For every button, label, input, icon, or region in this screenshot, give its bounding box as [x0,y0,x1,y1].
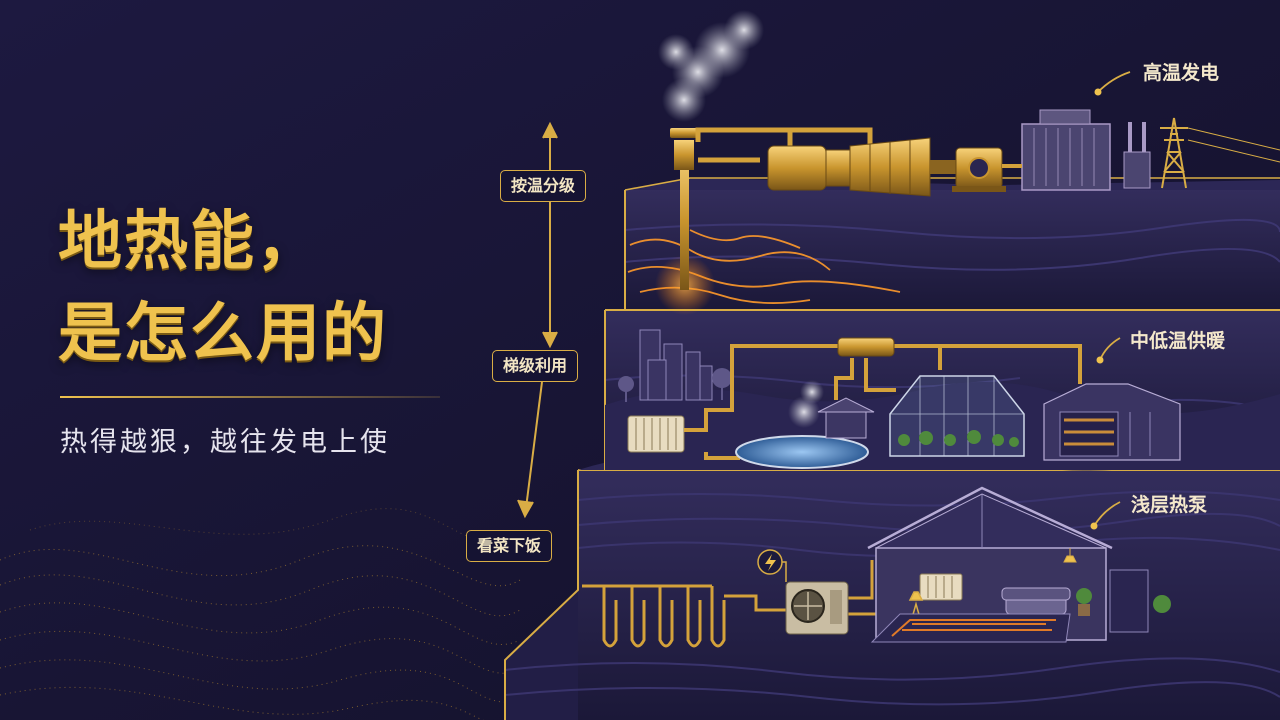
leader-dot-high [1094,88,1102,96]
transmission-tower [1160,117,1280,189]
callout-mid-low-temp-heating: 中低温供暖 [1130,330,1226,352]
substation [1123,122,1151,189]
greenhouse [889,375,1025,457]
potted-plant [1076,588,1171,616]
geothermal-well [670,128,698,290]
particle-waves [0,508,521,720]
electricity-icon [757,549,787,582]
steam-plume [658,10,764,122]
tag-sort-by-temperature: 按温分级 [500,170,587,202]
heat-pump-unit [785,581,849,635]
callout-shallow-heat-pump: 浅层热泵 [1131,494,1208,516]
turbine [767,137,956,197]
terrace-top [624,177,1280,315]
distribution-manifold [837,337,895,357]
tag-cascade-use: 梯级利用 [492,350,579,382]
hot-spring-pool [735,380,869,469]
drying-shed [1043,383,1181,461]
generator [952,147,1006,192]
sofa [1001,587,1071,615]
steam-pipes [695,127,873,163]
headline-line-1: 地热能， [58,205,322,279]
heating-pipes [684,344,1082,460]
subtitle: 热得越狠，越往发电上使 [60,427,390,458]
cascade-arrow [517,121,558,519]
callout-high-temp-power: 高温发电 [1143,62,1220,84]
cooling-unit [1002,109,1111,191]
title-divider [60,396,440,398]
underfloor-heating [870,613,1071,643]
headline-line-2: 是怎么用的 [58,297,388,371]
leader-dot-shallow [1090,522,1098,530]
ground-loop [582,560,880,648]
leader-dot-medium [1096,356,1104,364]
city-skyline [639,329,713,401]
trees [618,368,732,402]
tag-match-local-need: 看菜下饭 [466,530,553,562]
pavilion [817,397,875,439]
radiator [627,415,685,453]
indoor-radiator [919,573,963,601]
